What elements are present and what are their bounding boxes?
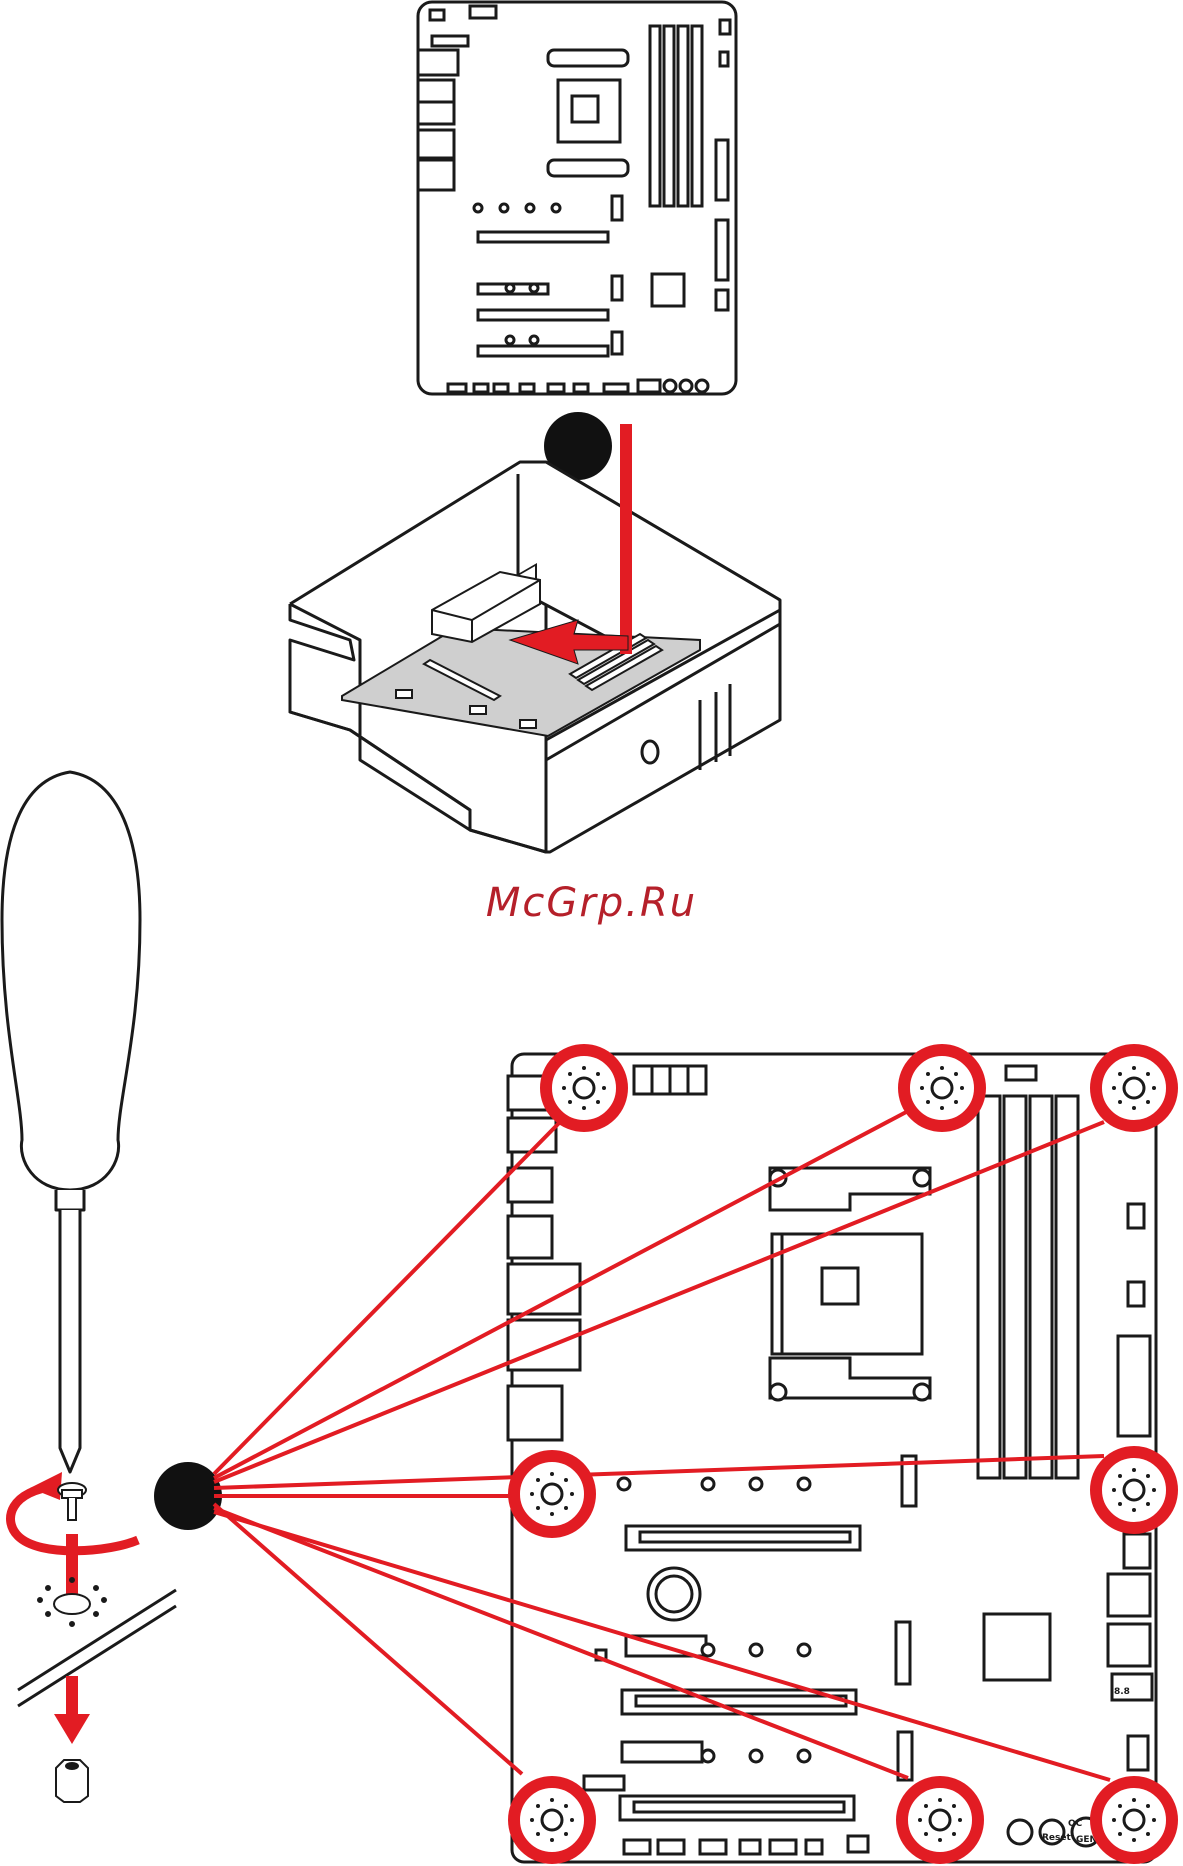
- mounting-hole-icon: [1096, 1782, 1172, 1858]
- screw-path: [66, 1534, 78, 1594]
- mounting-hole-icon: [904, 1050, 980, 1126]
- mounting-hole-icon: [1096, 1050, 1172, 1126]
- screwdriver-icon: [2, 772, 140, 1472]
- mounting-hole-icon: [902, 1782, 978, 1858]
- debug-led-label: 8.8: [1114, 1687, 1130, 1697]
- down-arrow-icon: [54, 1676, 90, 1744]
- mounting-hole-icon: [514, 1782, 590, 1858]
- reset-label: Reset: [1042, 1833, 1071, 1843]
- mounting-hole-icon: [514, 1456, 590, 1532]
- down-arrow-icon: [620, 424, 632, 654]
- board-surface: [18, 1590, 176, 1706]
- standoff-icon: [56, 1760, 88, 1802]
- watermark-text: McGrp.Ru: [0, 880, 1183, 926]
- oc-genie-label: OC: [1068, 1819, 1083, 1829]
- mounting-hole-icon: [1096, 1452, 1172, 1528]
- screw-icon: [58, 1483, 86, 1520]
- motherboard-top-icon: [418, 2, 736, 394]
- mounting-hole-icon: [546, 1050, 622, 1126]
- step-marker-bottom: [154, 1462, 222, 1530]
